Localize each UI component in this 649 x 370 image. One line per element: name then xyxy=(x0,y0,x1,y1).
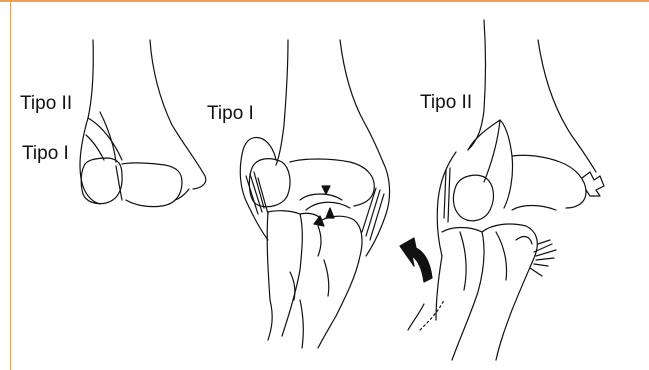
label-left-type-i: Tipo I xyxy=(22,144,69,163)
label-middle-type-i: Tipo I xyxy=(207,104,254,123)
middle-elbow-drawing xyxy=(240,40,389,348)
left-humerus-drawing xyxy=(80,40,206,207)
displacement-arrow-icon xyxy=(400,238,432,282)
label-right-type-ii: Tipo II xyxy=(420,93,472,112)
right-elbow-drawing xyxy=(408,20,604,360)
label-left-type-ii: Tipo II xyxy=(20,94,72,113)
